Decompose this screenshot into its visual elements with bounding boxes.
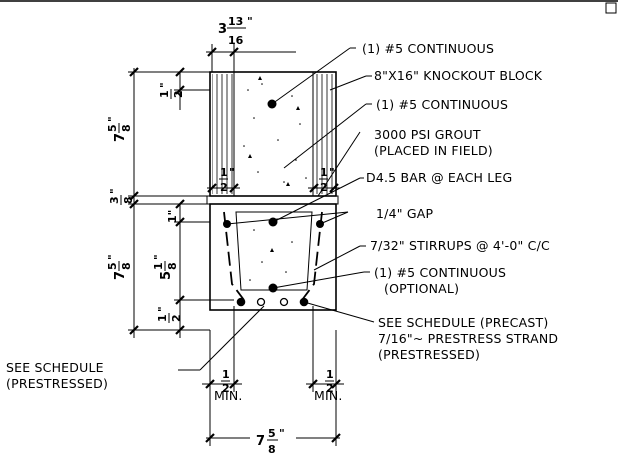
dim-block-height-num: 5 bbox=[106, 124, 119, 132]
dim-overall-width-whole: 7 bbox=[256, 434, 265, 449]
dim-bottom-cover-unit: " bbox=[156, 306, 169, 312]
bed-joint bbox=[206, 195, 339, 205]
dim-inner-height-num: 1 bbox=[152, 262, 165, 270]
strand-3 bbox=[279, 297, 289, 307]
dim-overall-width-unit: " bbox=[279, 427, 285, 440]
label-precast-line1: SEE SCHEDULE (PRECAST) bbox=[378, 315, 548, 330]
dim-min-right-label: MIN. bbox=[314, 388, 343, 403]
label-stirrups: 7/32" STIRRUPS @ 4'-0" C/C bbox=[370, 238, 550, 253]
lintel-speckle bbox=[249, 229, 293, 281]
dim-min-right-den: 2 bbox=[326, 382, 334, 395]
dim-left-chain: 7 5 8 " 1 2 " 3 8 " 1" bbox=[106, 67, 234, 338]
dim-block-height-whole: 7 bbox=[113, 133, 128, 142]
dim-min-left-label: MIN. bbox=[214, 388, 243, 403]
dim-min-left-num: 1 bbox=[222, 368, 230, 381]
label-block: 8"X16" KNOCKOUT BLOCK bbox=[374, 68, 543, 83]
dim-bottom-cover-num: 1 bbox=[156, 314, 169, 322]
sheet-corner-mark bbox=[605, 2, 617, 14]
dim-shell-left-unit: " bbox=[229, 166, 235, 179]
dim-min-right-num: 1 bbox=[326, 368, 334, 381]
stirrup-left bbox=[223, 211, 245, 301]
dim-bottom-cover-den: 2 bbox=[170, 314, 183, 322]
dim-lintel-height-whole: 7 bbox=[113, 271, 128, 280]
label-gap: 1/4" GAP bbox=[376, 206, 433, 221]
block-shell-left bbox=[212, 74, 234, 194]
dim-min-left-den: 2 bbox=[222, 382, 230, 395]
grout-speckle bbox=[243, 76, 307, 186]
dim-top-width-whole: 3 bbox=[218, 22, 227, 37]
dim-shell-left-den: 2 bbox=[220, 181, 228, 194]
dim-shell-left-num: 1 bbox=[220, 166, 228, 179]
dim-overall-width-den: 8 bbox=[268, 443, 276, 456]
dim-bed-den: 8 bbox=[122, 196, 135, 204]
dim-shell-left: 1 2 " bbox=[207, 166, 240, 194]
dim-shell-right-unit: " bbox=[329, 166, 335, 179]
dim-block-height-unit: " bbox=[106, 116, 119, 122]
dim-block-side-den: 2 bbox=[172, 90, 185, 98]
stirrup-right bbox=[301, 211, 323, 301]
dim-inner-height-den: 8 bbox=[166, 262, 179, 270]
label-grout-line2: (PLACED IN FIELD) bbox=[374, 143, 493, 158]
label-prestressed-line2: (PRESTRESSED) bbox=[6, 376, 108, 391]
dim-overall-width-num: 5 bbox=[268, 427, 276, 440]
dim-inner-height-unit: " bbox=[152, 254, 165, 260]
dim-lintel-height-num: 5 bbox=[106, 262, 119, 270]
dim-top-width: 3 13 16 " bbox=[206, 15, 296, 72]
label-bar-mid: (1) #5 CONTINUOUS bbox=[376, 97, 508, 112]
precast-lintel bbox=[209, 203, 337, 311]
label-bar-opt-line1: (1) #5 CONTINUOUS bbox=[374, 265, 506, 280]
leaders bbox=[178, 47, 375, 371]
dim-lintel-height-unit: " bbox=[106, 254, 119, 260]
label-bar-opt-line2: (OPTIONAL) bbox=[384, 281, 459, 296]
dim-bottom-chain: 1 2 MIN. 1 2 MIN. 7 5 8 " bbox=[202, 306, 344, 456]
dim-lintel-height-den: 8 bbox=[120, 262, 133, 270]
dim-top-width-num: 13 bbox=[228, 15, 243, 28]
label-d45: D4.5 BAR @ EACH LEG bbox=[366, 170, 512, 185]
block-shell-right bbox=[313, 74, 334, 194]
label-precast-line2: 7/16"~ PRESTRESS STRAND bbox=[378, 331, 558, 346]
dim-block-side-num: 1 bbox=[158, 90, 171, 98]
dim-top-width-unit: " bbox=[247, 15, 253, 28]
dim-bed-num: 3 bbox=[108, 196, 121, 204]
dim-top-width-den: 16 bbox=[228, 34, 244, 47]
dim-bed-unit: " bbox=[108, 188, 121, 194]
label-bar-top: (1) #5 CONTINUOUS bbox=[362, 41, 494, 56]
dim-lintel-top: 1" bbox=[166, 210, 179, 223]
label-prestressed-line1: SEE SCHEDULE bbox=[6, 360, 104, 375]
strand-2 bbox=[256, 297, 266, 307]
label-precast-line3: (PRESTRESSED) bbox=[378, 347, 480, 362]
dim-block-side-unit: " bbox=[158, 82, 171, 88]
notes: (1) #5 CONTINUOUS 8"X16" KNOCKOUT BLOCK … bbox=[6, 41, 558, 391]
strand-1 bbox=[236, 297, 246, 307]
label-grout-line1: 3000 PSI GROUT bbox=[374, 127, 481, 142]
dim-shell-right-num: 1 bbox=[320, 166, 328, 179]
dim-inner-height-whole: 5 bbox=[159, 271, 174, 280]
dim-block-height-den: 8 bbox=[120, 124, 133, 132]
